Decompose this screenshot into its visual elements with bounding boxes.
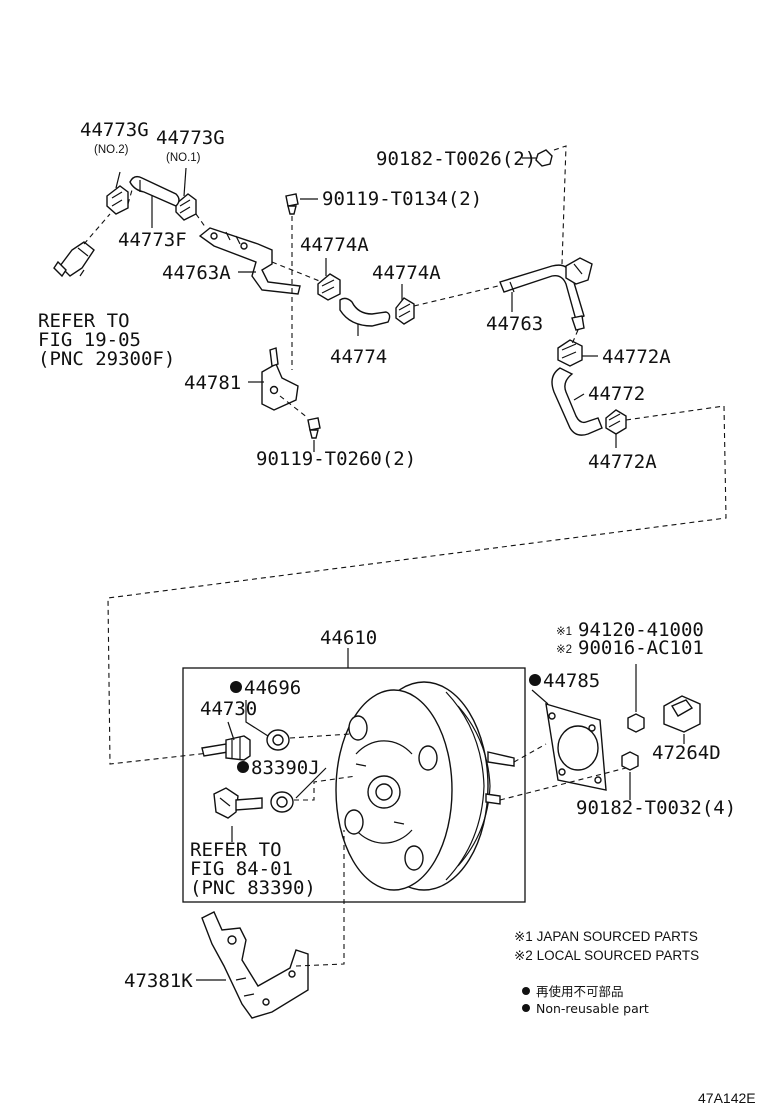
bracket-44781: [261, 347, 299, 411]
bracket-47381k: [201, 911, 309, 1019]
legend-nonreusable-jp: 再使用不可部品: [536, 984, 624, 999]
label-mark1: ※1: [556, 626, 572, 638]
clip-44774a-left: [317, 273, 341, 301]
label-94120-41000: 94120-41000: [578, 619, 704, 641]
nut-90182-t0026: [535, 149, 553, 167]
label-mark2: ※2: [556, 644, 572, 656]
legend-bullet-jp: [522, 987, 530, 995]
label-ref1-line2: FIG 19-05: [38, 329, 141, 351]
label-47381k: 47381K: [124, 970, 193, 992]
clip-44774a-right: [395, 297, 415, 325]
label-90119-t0260: 90119-T0260(2): [256, 448, 416, 470]
figure-code: 47A142E: [698, 1090, 756, 1106]
bracket-47264d: [663, 695, 701, 733]
label-ref1-line3: (PNC 29300F): [38, 348, 175, 370]
label-44772a-2: 44772A: [588, 451, 657, 473]
bolt-90119-t0260: [307, 417, 321, 439]
label-44773g-no1-sub: (NO.1): [166, 152, 201, 164]
label-44763a: 44763A: [162, 262, 231, 284]
nut-90182-t0032: [621, 751, 639, 771]
hose-44774: [339, 297, 391, 327]
legend-nonreusable-en: Non-reusable part: [536, 1001, 649, 1016]
label-44730: 44730: [200, 698, 257, 720]
brake-booster-44610: [335, 681, 515, 891]
legend-japan-sourced: ※1 JAPAN SOURCED PARTS: [514, 929, 698, 944]
label-90119-t0134: 90119-T0134(2): [322, 188, 482, 210]
connector-fig19: [53, 241, 95, 278]
label-44773f: 44773F: [118, 229, 187, 251]
clip-44772a-lower: [605, 409, 627, 435]
label-44772: 44772: [588, 383, 645, 405]
label-44773g-no2-sub: (NO.2): [94, 144, 129, 156]
legend-bullet-en: [522, 1004, 530, 1012]
label-90016-ac101: 90016-AC101: [578, 637, 704, 659]
check-valve-44730: [201, 735, 251, 761]
clip-44773g-no2: [106, 185, 129, 215]
label-ref2-line3: (PNC 83390): [190, 877, 316, 899]
bolt-90119-t0134: [285, 193, 299, 215]
nut-94120-41000: [627, 713, 645, 733]
label-44610: 44610: [320, 627, 377, 649]
hose-44772: [551, 367, 603, 436]
label-83390j: 83390J: [251, 757, 320, 779]
nonreusable-bullet-83390j: [237, 761, 249, 773]
label-44773g-no1: 44773G: [156, 127, 225, 149]
label-ref2-line1: REFER TO: [190, 839, 282, 861]
clip-44772a-upper: [557, 339, 583, 367]
label-90182-t0026: 90182-T0026(2): [376, 148, 536, 170]
label-44696: 44696: [244, 677, 301, 699]
connector-top-right: [565, 257, 593, 285]
label-44774: 44774: [330, 346, 387, 368]
nonreusable-bullet-44696: [230, 681, 242, 693]
label-44763: 44763: [486, 313, 543, 335]
label-90182-t0032: 90182-T0032(4): [576, 797, 736, 819]
label-44774a-2: 44774A: [372, 262, 441, 284]
label-ref1-line1: REFER TO: [38, 310, 130, 332]
label-44773g-no2: 44773G: [80, 119, 149, 141]
assembly-44610-box: [182, 667, 526, 903]
grommet-83390j: [270, 791, 294, 813]
pipe-44773f: [129, 175, 180, 207]
legend-local-sourced: ※2 LOCAL SOURCED PARTS: [514, 948, 699, 963]
label-44774a-1: 44774A: [300, 234, 369, 256]
nonreusable-bullet-44785: [529, 674, 541, 686]
label-44785: 44785: [543, 670, 600, 692]
label-44772a-1: 44772A: [602, 346, 671, 368]
label-ref2-line2: FIG 84-01: [190, 858, 293, 880]
label-47264d: 47264D: [652, 742, 721, 764]
gasket-44785: [545, 703, 607, 791]
sensor-fig84: [213, 787, 263, 819]
label-44781: 44781: [184, 372, 241, 394]
bracket-44763a: [198, 227, 301, 295]
grommet-44696: [266, 729, 290, 751]
